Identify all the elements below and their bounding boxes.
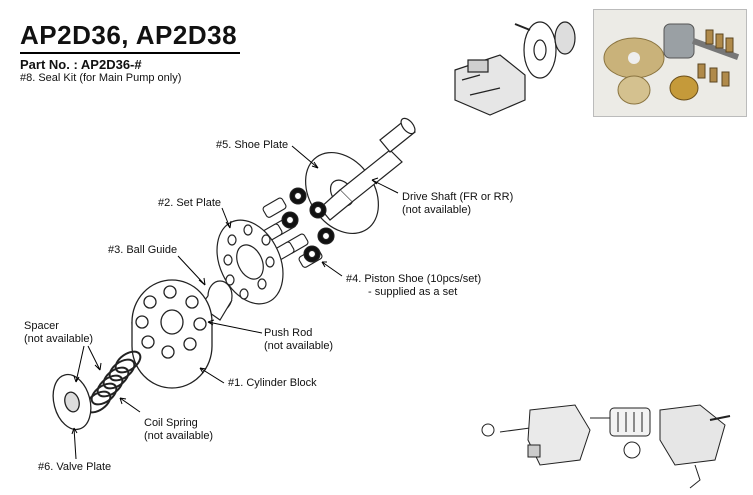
pump-cutaway-illustration [481, 404, 731, 489]
set-plate-part [216, 219, 284, 305]
cylinder-block-label: #1. Cylinder Block [228, 377, 317, 389]
push-rod-label: Push Rod [264, 327, 313, 339]
product-photo [593, 9, 747, 117]
drive-shaft-part [319, 117, 416, 221]
drive-shaft-label: Drive Shaft (FR or RR) [402, 191, 514, 203]
coil-spring-note: (not available) [144, 430, 214, 442]
seal-kit-note: #8. Seal Kit (for Main Pump only) [20, 72, 182, 84]
cylinder-block-part [131, 279, 213, 389]
piston-shoe-note: - supplied as a set [368, 286, 458, 298]
coil-spring-label: Coil Spring [144, 417, 198, 429]
set-plate-label: #2. Set Plate [158, 197, 221, 209]
shoe-plate-label: #5. Shoe Plate [216, 139, 289, 151]
assembled-pump-illustration [454, 21, 576, 116]
valve-plate-part [52, 373, 92, 431]
part-number: Part No. : AP2D36-# [20, 57, 142, 72]
valve-plate-label: #6. Valve Plate [38, 461, 112, 473]
title-underline [20, 52, 240, 54]
spacer-note: (not available) [24, 333, 94, 345]
page-title: AP2D36, AP2D38 [20, 20, 238, 50]
spacer-label: Spacer [24, 320, 59, 332]
piston-shoe-label: #4. Piston Shoe (10pcs/set) [346, 273, 482, 285]
piston-shoes-part [258, 187, 335, 268]
drive-shaft-note: (not available) [402, 204, 472, 216]
ball-guide-label: #3. Ball Guide [108, 244, 178, 256]
push-rod-note: (not available) [264, 340, 334, 352]
